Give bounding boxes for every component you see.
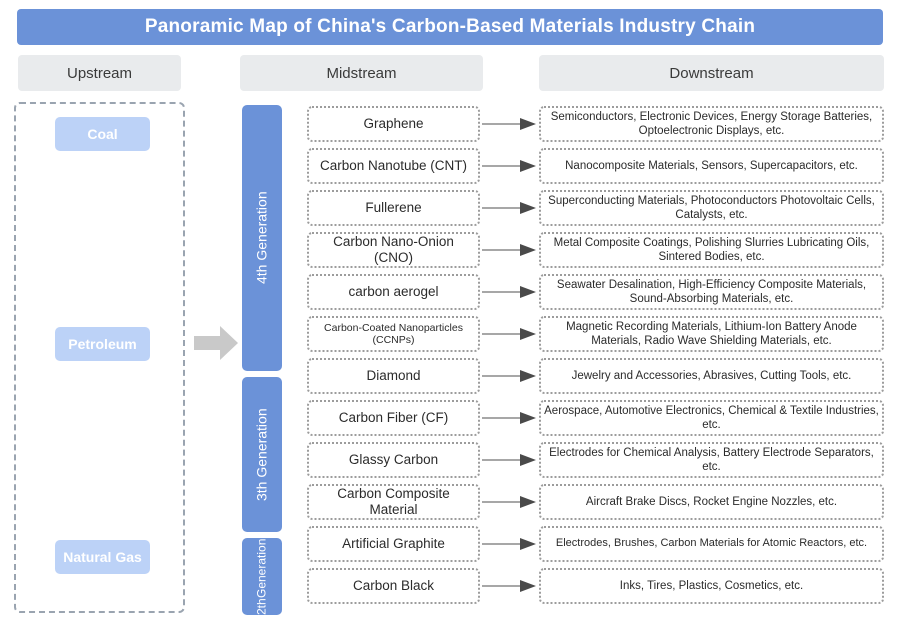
downstream-application[interactable]: Aerospace, Automotive Electronics, Chemi…: [539, 400, 884, 436]
midstream-to-downstream-arrow-icon: [482, 201, 538, 214]
upstream-item-petroleum[interactable]: Petroleum: [55, 327, 150, 361]
midstream-to-downstream-arrow-icon: [482, 159, 538, 172]
chain-row: Carbon Fiber (CF) Aerospace, Automotive E…: [0, 400, 900, 436]
downstream-application[interactable]: Electrodes for Chemical Analysis, Batter…: [539, 442, 884, 478]
downstream-application[interactable]: Metal Composite Coatings, Polishing Slur…: [539, 232, 884, 268]
midstream-item[interactable]: Diamond: [307, 358, 480, 394]
downstream-application[interactable]: Superconducting Materials, Photoconducto…: [539, 190, 884, 226]
chain-row: Carbon-Coated Nanoparticles (CCNPs) Magne…: [0, 316, 900, 352]
upstream-item-coal[interactable]: Coal: [55, 117, 150, 151]
column-header-upstream: Upstream: [18, 55, 181, 91]
midstream-to-downstream-arrow-icon: [482, 411, 538, 424]
chain-row: Diamond Jewelry and Accessories, Abrasive…: [0, 358, 900, 394]
chain-row: Artificial Graphite Electrodes, Brushes, …: [0, 526, 900, 562]
midstream-item[interactable]: Fullerene: [307, 190, 480, 226]
midstream-item[interactable]: Carbon Nano-Onion (CNO): [307, 232, 480, 268]
upstream-to-midstream-arrow-icon: [194, 325, 238, 361]
midstream-to-downstream-arrow-icon: [482, 453, 538, 466]
downstream-application[interactable]: Jewelry and Accessories, Abrasives, Cutt…: [539, 358, 884, 394]
downstream-application[interactable]: Electrodes, Brushes, Carbon Materials fo…: [539, 526, 884, 562]
chain-row: Carbon Nanotube (CNT) Nanocomposite Mater…: [0, 148, 900, 184]
upstream-item-natural-gas[interactable]: Natural Gas: [55, 540, 150, 574]
page-title: Panoramic Map of China's Carbon-Based Ma…: [17, 9, 883, 45]
downstream-application[interactable]: Aircraft Brake Discs, Rocket Engine Nozz…: [539, 484, 884, 520]
midstream-to-downstream-arrow-icon: [482, 495, 538, 508]
midstream-item[interactable]: Carbon Nanotube (CNT): [307, 148, 480, 184]
chain-row: Fullerene Superconducting Materials, Phot…: [0, 190, 900, 226]
midstream-to-downstream-arrow-icon: [482, 327, 538, 340]
column-header-downstream: Downstream: [539, 55, 884, 91]
chain-row: Carbon Nano-Onion (CNO) Metal Composite C…: [0, 232, 900, 268]
chain-row: Carbon Black Inks, Tires, Plastics, Cosme…: [0, 568, 900, 604]
chain-row: Graphene Semiconductors, Electronic Devic…: [0, 106, 900, 142]
downstream-application[interactable]: Semiconductors, Electronic Devices, Ener…: [539, 106, 884, 142]
midstream-item[interactable]: Artificial Graphite: [307, 526, 480, 562]
midstream-to-downstream-arrow-icon: [482, 537, 538, 550]
midstream-item[interactable]: Carbon-Coated Nanoparticles (CCNPs): [307, 316, 480, 352]
midstream-to-downstream-arrow-icon: [482, 117, 538, 130]
midstream-item[interactable]: carbon aerogel: [307, 274, 480, 310]
midstream-item[interactable]: Glassy Carbon: [307, 442, 480, 478]
downstream-application[interactable]: Seawater Desalination, High-Efficiency C…: [539, 274, 884, 310]
downstream-application[interactable]: Nanocomposite Materials, Sensors, Superc…: [539, 148, 884, 184]
midstream-to-downstream-arrow-icon: [482, 369, 538, 382]
chain-row: carbon aerogel Seawater Desalination, Hig…: [0, 274, 900, 310]
downstream-application[interactable]: Inks, Tires, Plastics, Cosmetics, etc.: [539, 568, 884, 604]
midstream-item[interactable]: Carbon Fiber (CF): [307, 400, 480, 436]
column-header-midstream: Midstream: [240, 55, 483, 91]
midstream-item[interactable]: Carbon Black: [307, 568, 480, 604]
chain-row: Carbon Composite Material Aircraft Brake …: [0, 484, 900, 520]
downstream-application[interactable]: Magnetic Recording Materials, Lithium-Io…: [539, 316, 884, 352]
midstream-to-downstream-arrow-icon: [482, 243, 538, 256]
chain-row: Glassy Carbon Electrodes for Chemical Ana…: [0, 442, 900, 478]
midstream-item[interactable]: Carbon Composite Material: [307, 484, 480, 520]
midstream-item[interactable]: Graphene: [307, 106, 480, 142]
midstream-to-downstream-arrow-icon: [482, 285, 538, 298]
midstream-to-downstream-arrow-icon: [482, 579, 538, 592]
